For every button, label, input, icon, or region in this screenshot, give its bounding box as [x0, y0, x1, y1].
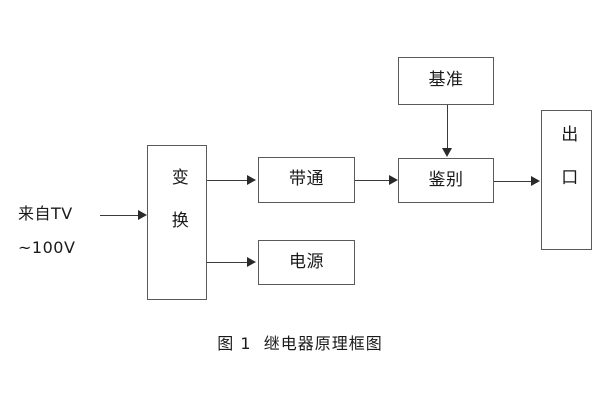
block-output-label: 出口: [557, 125, 578, 211]
input-source-line-2: ~100V: [18, 238, 76, 257]
arrowhead-input-to-transform: [138, 210, 147, 220]
block-discriminate[interactable]: 鉴别: [398, 158, 494, 203]
block-reference[interactable]: 基准: [398, 57, 494, 105]
connector-bandpass-to-discriminate: [355, 180, 390, 181]
arrowhead-reference-to-discriminate: [442, 148, 452, 157]
block-power-supply[interactable]: 电源: [258, 240, 355, 285]
block-bandpass-label: 带通: [289, 169, 324, 190]
connector-transform-to-power: [207, 262, 249, 263]
block-output[interactable]: 出口: [541, 110, 592, 250]
arrowhead-transform-to-bandpass: [247, 175, 256, 185]
block-transform[interactable]: 变换: [147, 145, 207, 300]
block-discriminate-label: 鉴别: [428, 169, 464, 190]
input-source-line-1: 来自TV: [18, 204, 73, 223]
arrowhead-discriminate-to-output: [531, 176, 540, 186]
arrowhead-transform-to-power: [247, 257, 256, 267]
block-reference-label: 基准: [428, 70, 464, 91]
connector-input-to-transform: [100, 215, 140, 216]
connector-transform-to-bandpass: [207, 180, 249, 181]
connector-discriminate-to-output: [494, 181, 532, 182]
connector-reference-to-discriminate: [447, 105, 448, 150]
arrowhead-bandpass-to-discriminate: [389, 175, 398, 185]
block-transform-label: 变换: [167, 167, 188, 254]
block-power-supply-label: 电源: [289, 251, 324, 272]
block-bandpass[interactable]: 带通: [258, 157, 355, 203]
figure-caption: 图 1 继电器原理框图: [217, 334, 383, 353]
